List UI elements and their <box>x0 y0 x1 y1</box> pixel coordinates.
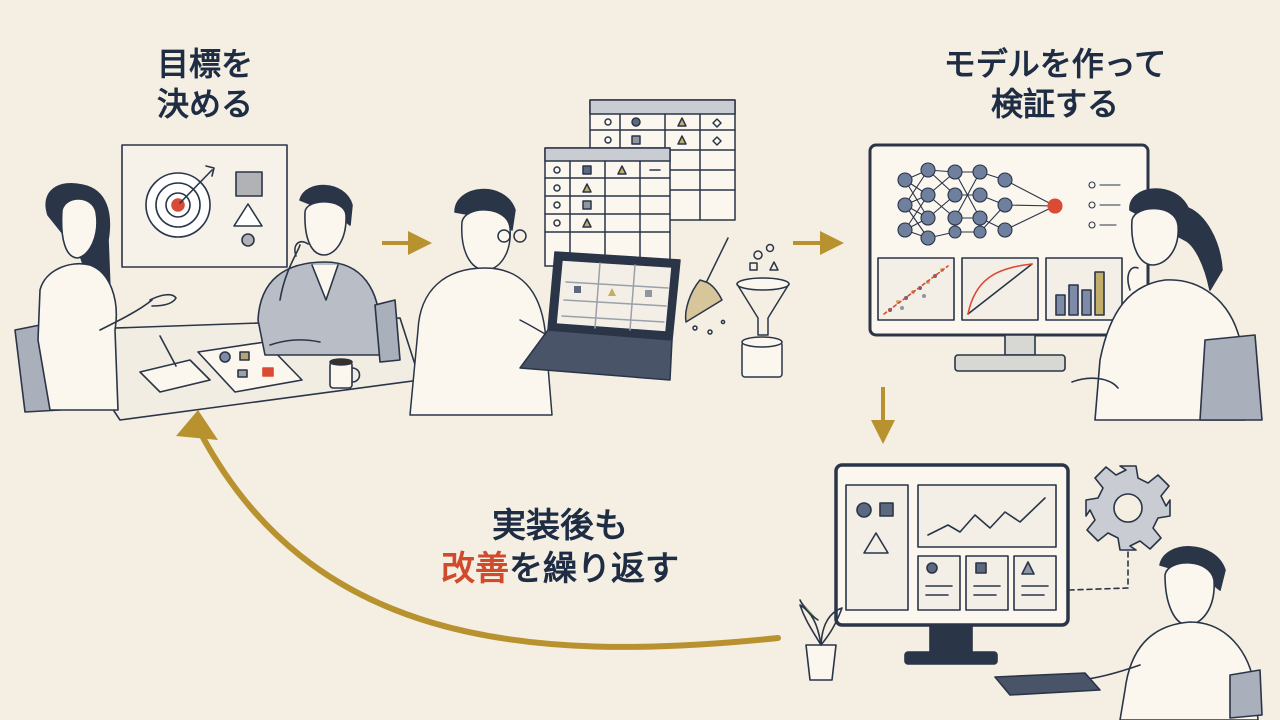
gear-icon <box>1085 465 1171 551</box>
scene-goal-meeting <box>14 144 421 421</box>
target-icon <box>145 165 215 238</box>
operator-man <box>1079 546 1259 720</box>
step-label-improve: 実装後も 改善を繰り返す <box>420 505 700 590</box>
broom-icon <box>684 237 729 335</box>
data-table-front <box>544 147 671 267</box>
scene-model-validation <box>868 143 1263 421</box>
improve-accent-word: 改善 <box>441 548 509 589</box>
step-label-goal-line2: 決める <box>156 85 253 123</box>
laptop <box>519 251 681 381</box>
dashboard-monitor <box>834 463 1070 665</box>
man-thinking <box>257 184 381 356</box>
improve-rest-text: を繰り返す <box>509 548 679 589</box>
step-label-goal-line1: 目標を <box>156 45 253 83</box>
woman-presenter <box>37 183 177 411</box>
neural-network-icon <box>897 162 1121 246</box>
scene-data-preparation <box>409 99 790 416</box>
bar-chart-thumbnail <box>1045 257 1123 321</box>
analyst-at-laptop <box>409 188 586 416</box>
step-label-model: モデルを作って 検証する <box>915 44 1195 124</box>
scatter-plot-thumbnail <box>877 257 955 321</box>
step-label-goal: 目標を 決める <box>120 44 290 124</box>
triangle-shape-icon <box>233 203 263 227</box>
step-label-model-line2: 検証する <box>990 85 1119 123</box>
plant-icon <box>799 599 843 681</box>
funnel-icon <box>736 243 790 378</box>
circle-shape-icon <box>241 233 255 247</box>
square-shape-icon <box>235 171 263 197</box>
step-label-improve-line2: 改善を繰り返す <box>420 548 700 591</box>
coffee-mug-icon <box>329 358 361 389</box>
arrow-improvement-loop <box>176 410 781 650</box>
curve-plot-thumbnail <box>961 257 1039 321</box>
scene-deployment <box>799 463 1263 720</box>
step-label-improve-line1: 実装後も <box>492 506 628 546</box>
step-label-model-line1: モデルを作って <box>943 45 1167 83</box>
